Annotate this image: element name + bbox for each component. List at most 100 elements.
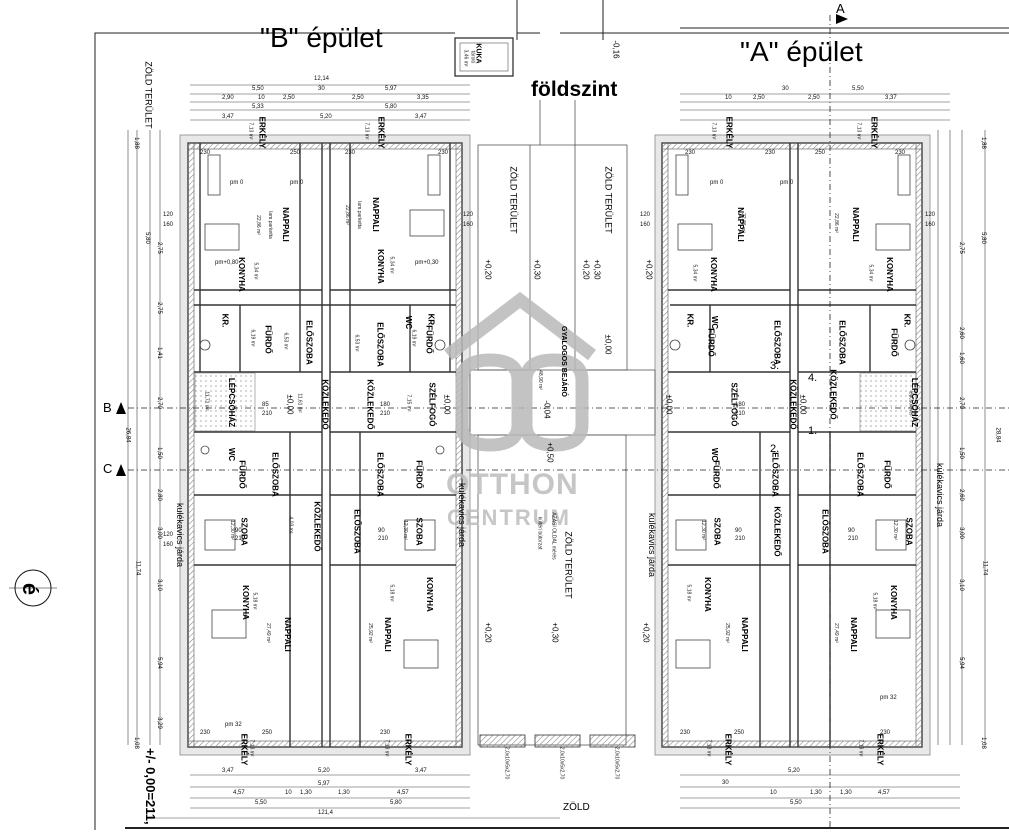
gravel-path-3: kulékavics járda bbox=[647, 512, 658, 578]
a-eloszoba-4: ELŐSZOBA bbox=[855, 452, 865, 497]
level-mark-13: +0,30 bbox=[550, 622, 560, 643]
b-szelfogo-area: 7,15 m² bbox=[405, 394, 412, 412]
a-wc-1: WC bbox=[710, 315, 720, 330]
level-mark-1: +0,20 bbox=[483, 259, 493, 280]
a-wc-2: WC bbox=[710, 447, 720, 462]
building-b-title: "B" épület bbox=[260, 22, 383, 53]
dim-side-r-0: 1,88 bbox=[979, 137, 986, 149]
dim-side-l-12: 5,94 bbox=[155, 657, 162, 669]
dim-open-36: pm 0 bbox=[290, 180, 304, 186]
b-nappali-3-area: 27,49 m² bbox=[264, 623, 271, 643]
dim-open-10: 160 bbox=[163, 222, 174, 228]
dim-bot-b-6: 1,30 bbox=[338, 790, 350, 796]
dim-side-r-3: 2,60 bbox=[957, 327, 964, 339]
level-mark-10: ±0,00 bbox=[798, 394, 808, 415]
kuka-box bbox=[454, 37, 514, 77]
dim-open-20: 210 bbox=[262, 411, 273, 417]
dim-bot-b-5: 1,30 bbox=[300, 790, 312, 796]
dim-open-16: 160 bbox=[640, 222, 651, 228]
kuka-type: tároló bbox=[469, 50, 476, 64]
dim-top-b-5: 10 bbox=[258, 95, 265, 101]
level-mark-4: +0,30 bbox=[592, 259, 602, 280]
b-furdo-3: FÜRDŐ bbox=[237, 460, 247, 489]
section-b-label: B bbox=[103, 400, 112, 415]
dim-open-22: 210 bbox=[380, 411, 391, 417]
b-konyha-2: KONYHA bbox=[375, 249, 385, 284]
dim-bot-b-1: 5,20 bbox=[318, 768, 330, 774]
a-furdo-4: FÜRDŐ bbox=[882, 460, 892, 489]
dim-open-1: 230 bbox=[200, 150, 211, 156]
dim-side-l-5: 2,70 bbox=[155, 397, 162, 409]
building-a-walls bbox=[654, 134, 931, 756]
a-konyha-2-area: 5,34 m² bbox=[867, 264, 874, 282]
b-kozlekedo-1: KÖZLEKEDŐ bbox=[320, 379, 330, 430]
dim-open-29: 90 bbox=[735, 528, 742, 534]
b-kr-1: KR. bbox=[220, 313, 230, 328]
dim-open-32: 210 bbox=[848, 536, 859, 542]
section-c-label: C bbox=[103, 461, 113, 476]
a-eloszoba-2: ELŐSZOBA bbox=[837, 320, 847, 365]
elevation-label: +/- 0,00=211, bbox=[143, 748, 158, 825]
a-szoba-2: SZOBA bbox=[904, 517, 914, 546]
site-boundary bbox=[94, 0, 1009, 830]
dim-side-r-8: 2,60 bbox=[957, 489, 964, 501]
parking-label-2: 2,0x10x5x2,70 bbox=[558, 746, 565, 780]
dim-open-21: 180 bbox=[380, 402, 391, 408]
gravel-path-2: kulékavics járda bbox=[457, 482, 468, 548]
b-eloszoba-1-area: 6,53 m² bbox=[282, 332, 289, 350]
dim-bot-b-2: 3,47 bbox=[415, 768, 427, 774]
b-lepcsohaz-area: 11,71 m² bbox=[203, 391, 210, 411]
a-kozlekedo-1: KÖZLEKEDŐ bbox=[788, 379, 798, 430]
dim-bot-a-0: 5,20 bbox=[788, 768, 800, 774]
dim-bot-b-7: 4,57 bbox=[397, 790, 409, 796]
b-szoba-1-area: 12,30 m² bbox=[228, 520, 235, 540]
section-a-arrow bbox=[836, 14, 848, 24]
dim-side-l-13: 3,29 bbox=[155, 717, 162, 729]
kuka-label: KUKA bbox=[474, 43, 482, 64]
b-szoba-2-area: 12,30 m² bbox=[401, 520, 408, 540]
dim-open-34: pm 32 bbox=[880, 695, 897, 701]
dim-open-39: 230 bbox=[200, 730, 211, 736]
dim-bot-b-10: 5,80 bbox=[390, 800, 402, 806]
watermark-line1: OTTHON bbox=[446, 468, 579, 501]
b-eloszoba-1: ELŐSZOBA bbox=[304, 320, 314, 365]
dim-side-l-2: 2,75 bbox=[155, 242, 162, 254]
level-mark-2: +0,30 bbox=[532, 259, 542, 280]
b-furdo-2-area: 6,19 m² bbox=[410, 329, 417, 347]
entrance-level: -0,04 bbox=[542, 400, 552, 419]
b-erkely-1: ERKÉLY bbox=[257, 116, 267, 149]
dim-open-43: 250 bbox=[734, 730, 745, 736]
dim-open-3: 230 bbox=[345, 150, 356, 156]
b-konyha-3: KONYHA bbox=[240, 585, 250, 620]
a-konyha-1-area: 5,34 m² bbox=[691, 264, 698, 282]
dim-open-40: 250 bbox=[262, 730, 273, 736]
dimension-lines-top bbox=[190, 84, 950, 121]
dim-top-a-3: 3,37 bbox=[885, 95, 897, 101]
b-nappali-2-type: lam.parketta bbox=[355, 201, 362, 229]
bike-racks bbox=[479, 734, 636, 748]
a-furdo-3: FÜRDŐ bbox=[711, 460, 721, 489]
dim-top-b-8: 3,35 bbox=[417, 95, 429, 101]
dim-bot-b-9: 5,97 bbox=[318, 781, 330, 787]
dim-side-l-0: 1,88 bbox=[132, 137, 139, 149]
b-nappali-2: NAPPALI bbox=[370, 197, 380, 232]
dim-side-l-8: 2,80 bbox=[155, 489, 162, 501]
dim-open-14: 160 bbox=[463, 222, 474, 228]
floor-title: földszint bbox=[531, 78, 618, 101]
b-furdo-2: FÜRDŐ bbox=[424, 325, 434, 354]
a-nappali-4: NAPPALI bbox=[848, 617, 858, 652]
dim-open-42: 230 bbox=[680, 730, 691, 736]
a-kozlekedo-2: KÖZLEKEDŐ bbox=[828, 369, 838, 420]
dim-bot-b-4: 10 bbox=[285, 790, 292, 796]
dim-bot-b-0: 3,47 bbox=[222, 768, 234, 774]
b-nappali-4: NAPPALI bbox=[382, 617, 392, 652]
dim-open-12: 160 bbox=[163, 542, 174, 548]
dim-open-27: 90 bbox=[378, 528, 385, 534]
dim-side-l-6: 26,84 bbox=[124, 427, 131, 443]
dim-side-r-13: 1,08 bbox=[979, 737, 986, 749]
building-a-title: "A" épület bbox=[740, 36, 863, 67]
dim-top-b-4: 2,90 bbox=[222, 95, 234, 101]
b-erkely-1-area: 7,13 m² bbox=[247, 122, 254, 140]
level-mark-11: +0,50 bbox=[545, 442, 555, 463]
